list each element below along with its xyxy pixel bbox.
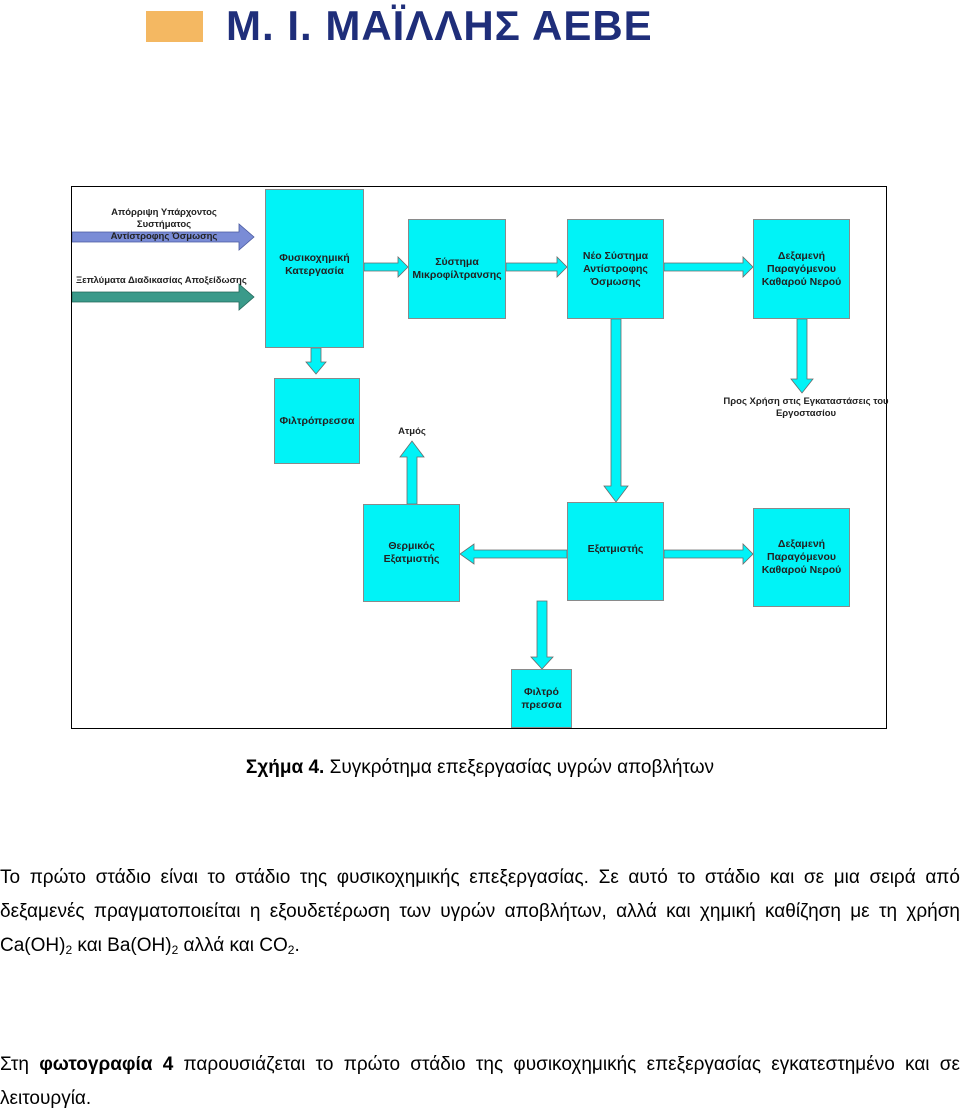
paragraph-2: Στη φωτογραφία 4 παρουσιάζεται το πρώτο … [0, 1048, 960, 1116]
inflow-arrow-bottom [72, 283, 255, 311]
box-physicochemical-treatment: Φυσικοχημική Κατεργασία [265, 189, 364, 348]
diagram-arrows [72, 223, 814, 670]
process-diagram: Απόρριψη Υπάρχοντος Συστήματος Αντίστροφ… [71, 186, 889, 729]
p2-text-b: παρουσιάζεται το πρώτο στάδιο της φυσικο… [0, 1054, 960, 1109]
p1-text-c: αλλά και CO [178, 935, 288, 956]
figure-caption: Σχήμα 4. Συγκρότημα επεξεργασίας υγρών α… [0, 757, 960, 779]
arrow-tank-factory [790, 318, 814, 394]
box-clean-water-tank-bottom: Δεξαμενή Παραγόμενου Καθαρού Νερού [753, 508, 850, 607]
box-new-reverse-osmosis: Νέο Σύστημα Αντίστροφης Όσμωσης [567, 219, 664, 319]
arrow-ro-tank [663, 256, 754, 278]
arrow-evap-tank [663, 543, 754, 565]
box-filterpress: Φιλτρόπρεσσα [274, 378, 360, 464]
arrow-physchem-microfilter [363, 256, 409, 278]
box-filter-press-2: Φιλτρό πρεσσα [511, 669, 572, 728]
arrow-ro-evaporator [603, 318, 629, 503]
box-thermal-evaporator: Θερμικός Εξατμιστής [363, 504, 460, 602]
box-evaporator: Εξατμιστής [567, 502, 664, 601]
p1-sub-3: 2 [287, 943, 295, 957]
company-logo: Μ. Ι. ΜΑΪΛΛΗΣ ΑΕΒΕ [226, 2, 653, 49]
inflow-label-ro-discharge: Απόρριψη Υπάρχοντος Συστήματος Αντίστροφ… [110, 207, 218, 242]
p1-text-a: Το πρώτο στάδιο είναι το στάδιο της φυσι… [0, 867, 960, 956]
arrow-steam-up [399, 440, 425, 505]
box-clean-water-tank-top: Δεξαμενή Παραγόμενου Καθαρού Νερού [753, 219, 850, 319]
arrow-evap-thermal [459, 543, 568, 565]
p2-text-a: Στη [0, 1054, 40, 1075]
p1-sub-1: 2 [65, 943, 73, 957]
caption-label: Σχήμα 4. [245, 757, 325, 778]
paragraph-1: Το πρώτο στάδιο είναι το στάδιο της φυσι… [0, 861, 960, 963]
inflow-label-rinse: Ξεπλύματα Διαδικασίας Αποξείδωσης [76, 275, 247, 286]
p1-text-d: . [294, 935, 300, 956]
arrow-microfilter-ro [505, 256, 568, 278]
arrow-physchem-filterpress [305, 347, 327, 375]
label-factory-use: Προς Χρήση στις Εγκαταστάσεις του Εργοστ… [723, 396, 889, 419]
p1-text-b: και Ba(OH) [72, 935, 172, 956]
label-steam: Ατμός [398, 426, 426, 437]
p1-sub-2: 2 [171, 943, 179, 957]
inflow-arrow-top [72, 223, 255, 251]
logo-bar [146, 11, 203, 42]
box-microfiltration: Σύστημα Μικροφίλτρανσης [408, 219, 506, 319]
p2-bold: φωτογραφία 4 [39, 1054, 174, 1075]
caption-text: Συγκρότημα επεξεργασίας υγρών αποβλήτων [324, 757, 715, 778]
arrow-evap-filterpress [530, 600, 554, 670]
